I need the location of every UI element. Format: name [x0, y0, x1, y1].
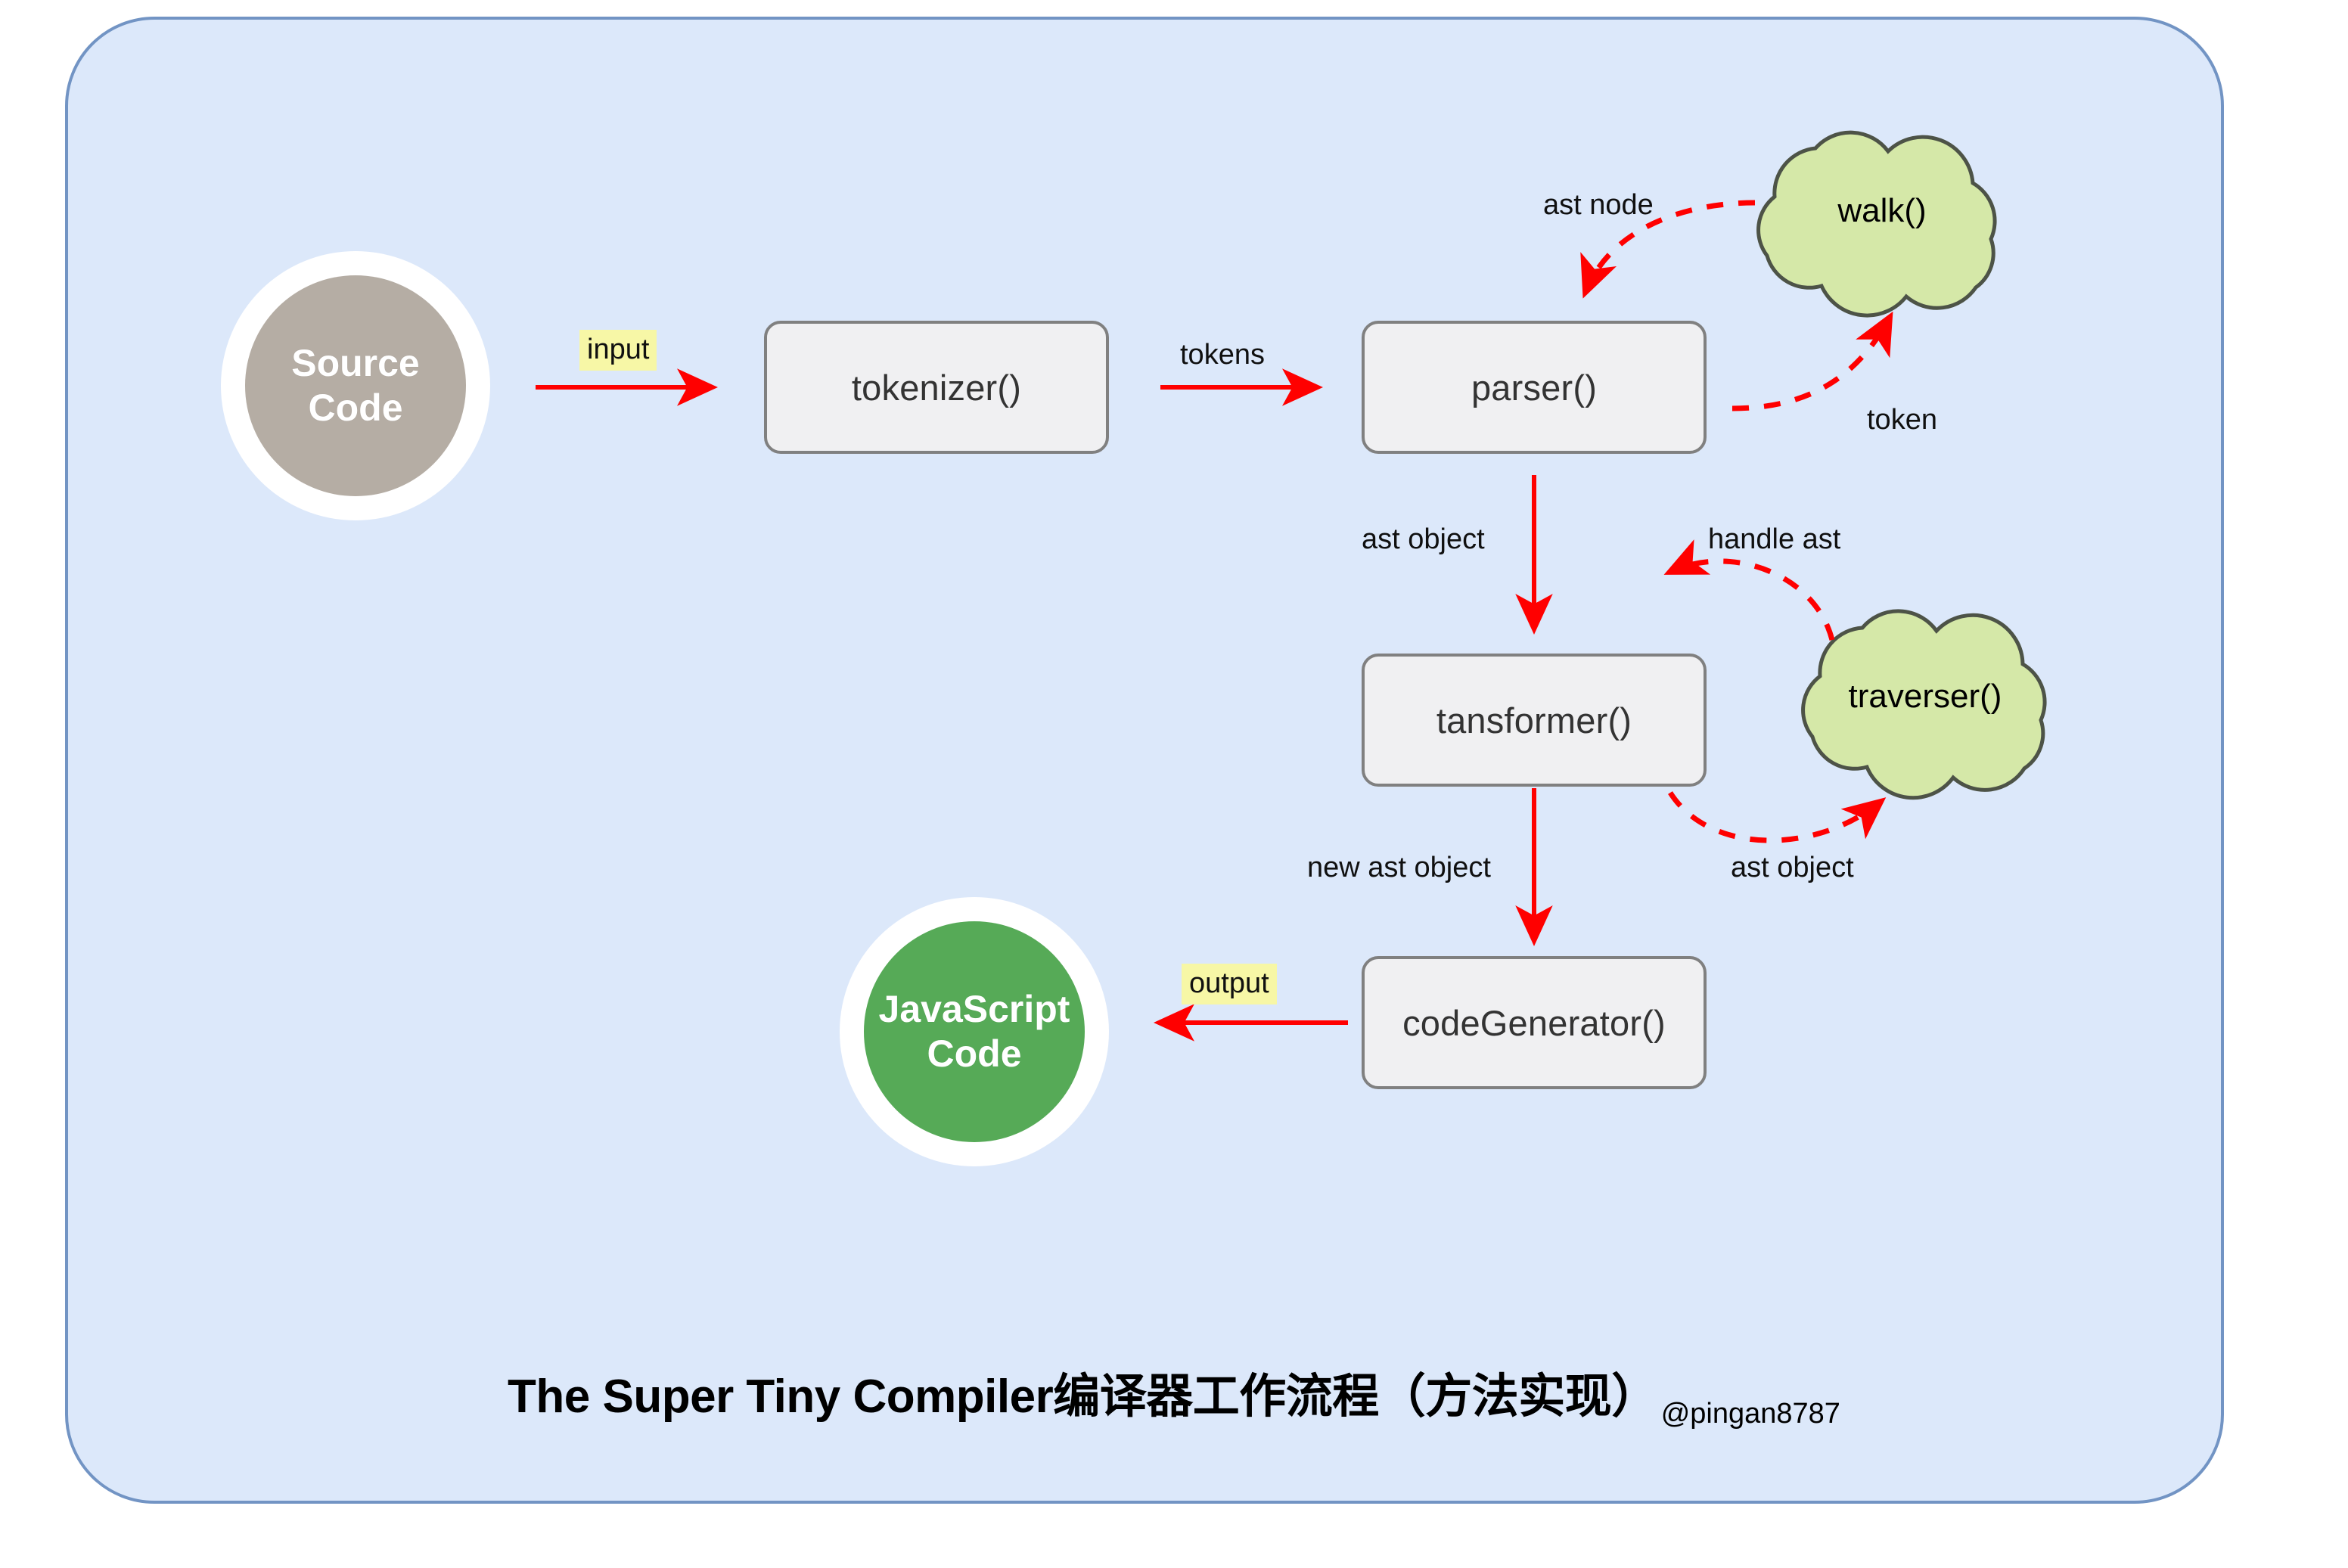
code-generator-label: codeGenerator()	[1402, 1002, 1666, 1043]
edge-label-output: output	[1182, 964, 1277, 1004]
edge-label-input: input	[579, 330, 657, 371]
parser-label: parser()	[1471, 367, 1598, 408]
node-code-generator[interactable]: codeGenerator()	[1362, 956, 1707, 1089]
edge-label-token: token	[1867, 405, 1937, 434]
node-transformer[interactable]: tansformer()	[1362, 654, 1707, 787]
traverser-label: traverser()	[1848, 678, 2002, 715]
edge-label-ast-object-1: ast object	[1362, 525, 1485, 554]
edge-label-ast-node: ast node	[1543, 191, 1654, 219]
new-ast-object-label-text: new ast object	[1307, 852, 1491, 883]
javascript-code-body: JavaScript Code	[864, 921, 1085, 1142]
node-walk-label[interactable]: walk()	[1776, 192, 1988, 230]
ast-object-2-label-text: ast object	[1731, 852, 1854, 883]
ast-node-label-text: ast node	[1543, 189, 1654, 221]
source-code-label-line2: Code	[308, 387, 403, 429]
node-traverser-label[interactable]: traverser()	[1815, 678, 2035, 716]
tokens-label-text: tokens	[1180, 339, 1265, 371]
source-code-body: Source Code	[245, 275, 466, 496]
edge-label-ast-object-2: ast object	[1731, 853, 1854, 882]
node-javascript-code[interactable]: JavaScript Code	[840, 897, 1109, 1166]
node-source-code[interactable]: Source Code	[221, 251, 490, 520]
output-label-text: output	[1189, 967, 1269, 999]
edge-label-tokens: tokens	[1180, 340, 1265, 369]
javascript-code-label-line1: JavaScript	[878, 988, 1070, 1030]
tokenizer-label: tokenizer()	[851, 367, 1022, 408]
node-parser[interactable]: parser()	[1362, 321, 1707, 454]
transformer-label: tansformer()	[1436, 700, 1632, 741]
token-label-text: token	[1867, 404, 1937, 436]
footer-title-row: The Super Tiny Compiler编译器工作流程（方法实现）@pin…	[0, 1358, 2348, 1430]
author-handle: @pingan8787	[1660, 1398, 1840, 1430]
ast-object-1-label-text: ast object	[1362, 523, 1485, 555]
input-label-text: input	[587, 334, 650, 365]
diagram-frame	[65, 17, 2224, 1504]
page-title: The Super Tiny Compiler编译器工作流程（方法实现）	[508, 1371, 1658, 1423]
javascript-code-label-line2: Code	[927, 1032, 1022, 1075]
walk-label: walk()	[1837, 192, 1927, 229]
edge-label-new-ast-object: new ast object	[1307, 853, 1491, 882]
source-code-label-line1: Source	[291, 342, 420, 384]
edge-label-handle-ast: handle ast	[1708, 525, 1840, 554]
node-tokenizer[interactable]: tokenizer()	[764, 321, 1109, 454]
handle-ast-label-text: handle ast	[1708, 523, 1841, 555]
